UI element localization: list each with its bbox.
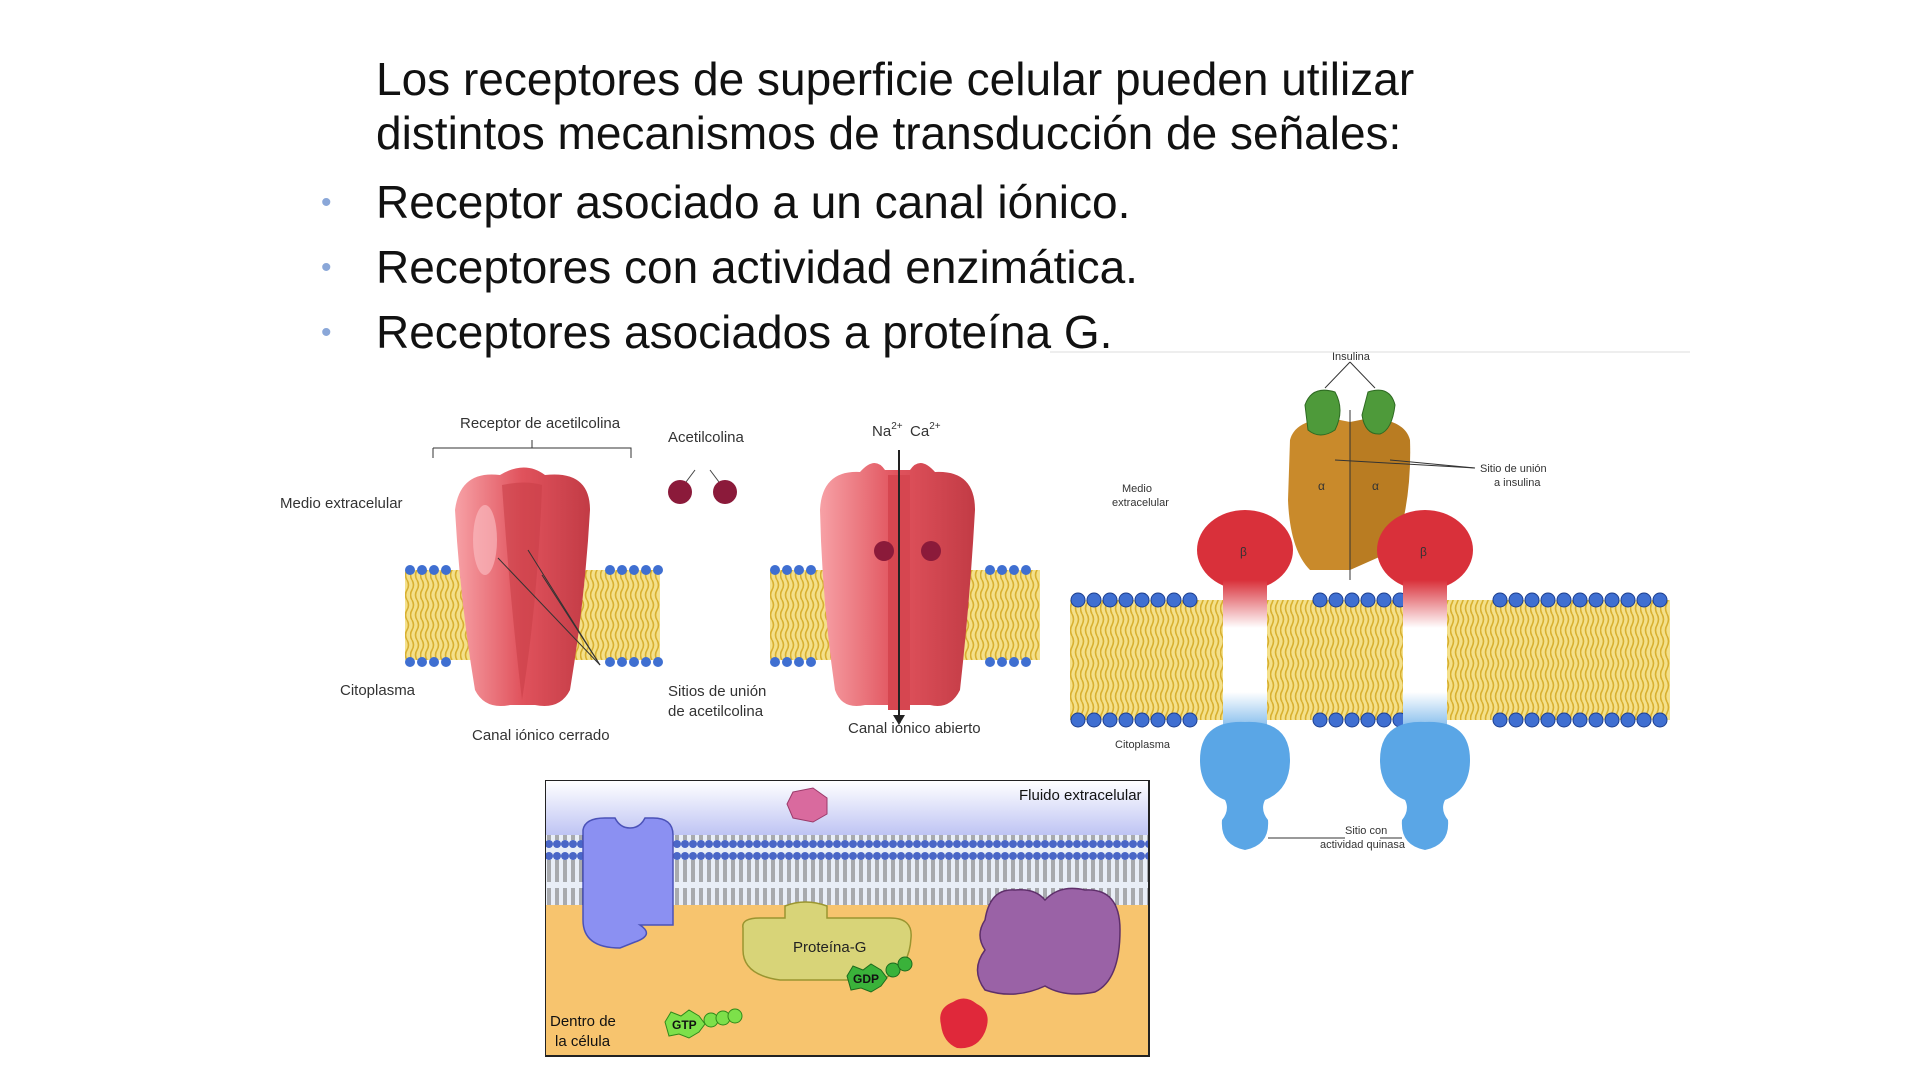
bullet-icon: • [321,186,332,219]
bullet-text: Receptor asociado a un canal iónico. [376,176,1131,228]
gdp-molecule: GDP [846,956,913,993]
membrane [1070,592,1670,728]
intro-line-1: Los receptores de superficie celular pue… [376,53,1415,105]
mechanism-list: • Receptor asociado a un canal iónico. •… [321,170,1576,365]
bullet-text: Receptores con actividad enzimática. [376,241,1138,293]
beta-subunit-right: β [1377,510,1473,850]
gtp-molecule: GTP [664,1008,743,1039]
signal-molecule [786,787,828,823]
bullet-text: Receptores asociados a proteína G. [376,306,1113,358]
binding-sites-label-2: de acetilcolina [668,703,764,720]
g-protein-diagram: Proteína-G GDP GTP Fluido extracelular D… [545,780,1155,1060]
insulin-receptor-diagram: α α β β Insulin [1050,350,1690,890]
extracellular-label-1: Medio [1122,483,1152,495]
kinase-label-2: actividad quinasa [1320,839,1406,851]
receptor-label: Receptor de acetilcolina [460,415,621,432]
ligand-label: Acetilcolina [668,429,745,446]
alpha-label: α [1318,479,1325,493]
insulin-pointers [1268,459,1476,839]
open-channel [820,450,975,725]
extracellular-label: Fluido extracelular [1019,787,1142,804]
binding-site-label-1: Sitio de unión [1480,463,1547,475]
insulin-molecules [1304,361,1396,436]
second-messenger [940,998,988,1049]
closed-channel [455,467,590,706]
binding-sites-label-1: Sitios de unión [668,683,766,700]
extracellular-label: Medio extracelular [280,495,403,512]
diagram-frame [545,780,1150,1057]
kinase-label-1: Sitio con [1345,825,1387,837]
open-channel-label: Canal iónico abierto [848,720,981,737]
alpha-subunits: α α [1288,410,1411,580]
insulin-label: Insulina [1332,351,1371,363]
list-item: • Receptores asociados a proteína G. [321,300,1576,365]
gtp-label: GTP [672,1018,697,1032]
binding-site-label-2: a insulina [1494,477,1541,489]
ion-na-label: Na2+ [872,421,903,440]
acetylcholine-molecules [668,469,737,504]
list-item: • Receptor asociado a un canal iónico. [321,170,1576,235]
closed-channel-label: Canal iónico cerrado [472,727,610,744]
intro-line-2: distintos mecanismos de transducción de … [376,107,1402,159]
g-protein-label: Proteína-G [793,939,866,956]
inside-cell-label-1: Dentro de [550,1013,616,1030]
inside-cell-label-2: la célula [555,1033,611,1050]
alpha-label: α [1372,479,1379,493]
beta-label: β [1420,545,1427,559]
beta-label: β [1240,545,1247,559]
bullet-icon: • [321,316,332,349]
beta-subunit-left: β [1197,510,1293,850]
receptor-bracket [432,440,632,458]
effector-protein [976,887,1121,995]
slide-text: Los receptores de superficie celular pue… [321,52,1576,365]
ion-channel-diagram: Receptor de acetilcolina Acetilcolina Me… [270,400,1050,760]
gdp-label: GDP [853,972,879,986]
ion-ca-label: Ca2+ [910,421,941,440]
binding-site-pointers [497,549,601,666]
g-protein-coupled-receptor [582,817,674,949]
g-protein [742,901,912,981]
cytoplasm-label: Citoplasma [340,682,416,699]
extracellular-label-2: extracelular [1112,497,1169,509]
cytoplasm-label: Citoplasma [1115,739,1171,751]
bullet-icon: • [321,251,332,284]
list-item: • Receptores con actividad enzimática. [321,235,1576,300]
